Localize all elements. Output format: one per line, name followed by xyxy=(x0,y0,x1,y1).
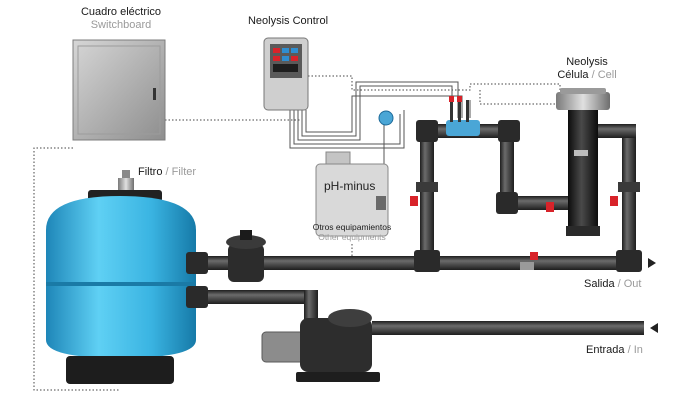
multiport-valve xyxy=(226,230,266,282)
ph-minus-tank xyxy=(315,110,394,237)
cell-label-primary: Célula xyxy=(557,69,589,81)
control-label-primary: Neolysis Control xyxy=(247,15,329,27)
outlet-arrow-icon xyxy=(648,258,656,268)
inlet-pipe xyxy=(372,321,644,335)
filter-label: Filtro / Filter xyxy=(138,166,196,179)
inlet-label-primary: Entrada xyxy=(586,344,625,356)
other-equipment-label: Otros equipamientos Other equipments xyxy=(300,222,404,242)
neolysis-cell xyxy=(556,88,610,236)
neolysis-control-unit xyxy=(263,37,309,111)
inlet-arrow-icon xyxy=(650,323,658,333)
inlet-label-secondary: In xyxy=(633,344,643,356)
filter-pump-pipe xyxy=(198,290,318,304)
sensor-manifold xyxy=(446,96,480,136)
outlet-label: Salida / Out xyxy=(584,278,641,291)
filter-label-primary: Filtro xyxy=(138,166,163,178)
other-equipment-primary: Otros equipamientos xyxy=(312,222,392,232)
filter-label-secondary: Filter xyxy=(171,166,197,178)
switchboard-label-secondary: Switchboard xyxy=(90,19,152,31)
control-label: Neolysis Control xyxy=(236,15,340,28)
cell-label-secondary: Cell xyxy=(597,69,617,81)
sand-filter xyxy=(46,170,208,384)
outlet-label-separator: / xyxy=(614,278,624,290)
bypass-piping xyxy=(414,120,642,272)
circulation-pump xyxy=(261,309,380,382)
valve-handles xyxy=(410,196,618,270)
switchboard-cabinet xyxy=(72,39,166,141)
pump-feed-pipe xyxy=(304,290,318,320)
outlet-label-secondary: Out xyxy=(623,278,642,290)
cell-label-line1: Neolysis xyxy=(566,56,608,68)
switchboard-label-primary: Cuadro eléctrico xyxy=(80,6,162,18)
inlet-label: Entrada / In xyxy=(586,344,643,357)
outlet-label-primary: Salida xyxy=(584,278,615,290)
switchboard-label: Cuadro eléctrico Switchboard xyxy=(73,6,169,32)
ph-minus-label: pH-minus xyxy=(324,179,376,193)
cell-label-separator: / xyxy=(588,69,598,81)
cell-label: Neolysis Célula / Cell xyxy=(542,56,632,82)
inlet-label-separator: / xyxy=(624,344,634,356)
other-equipment-secondary: Other equipments xyxy=(318,232,386,242)
filter-label-separator: / xyxy=(162,166,172,178)
cell-label-line2: Célula / Cell xyxy=(542,69,632,82)
